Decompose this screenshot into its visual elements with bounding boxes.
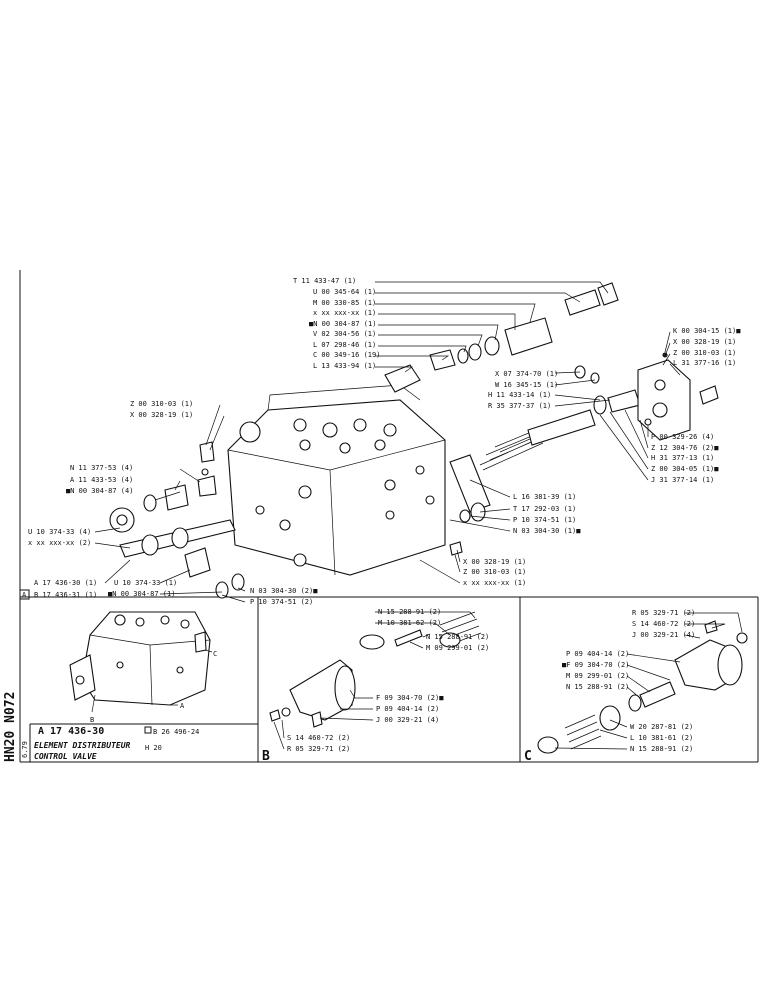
callout-t-11433-47: T 11 433-47 (1) <box>293 277 356 285</box>
detail-b-m-10381-62: M 10 381-62 (2) <box>378 619 441 627</box>
overview-label-a: A <box>180 702 185 710</box>
detail-c-w-20287-81: W 20 287-81 (2) <box>630 723 693 731</box>
callout-x-xx-top: x xx xxx-xx (1) <box>313 309 376 317</box>
callout-a-11433-53: A 11 433-53 (4) <box>70 476 133 484</box>
detail-c: C R 05 329-71 (2) S 14 460-72 (2) J 00 3… <box>524 609 748 764</box>
callout-l-31377-16: L 31 377-16 (1) <box>673 359 736 367</box>
callout-z-12304-76: Z 12 304-76 (2)■ <box>651 444 719 452</box>
box-letter-a: A <box>22 591 27 599</box>
callout-x-00328-19-b: X 00 328-19 (1) <box>463 558 526 566</box>
title-alt-ref: B 26 496-24 <box>153 728 199 736</box>
detail-b-letter: B <box>262 749 270 764</box>
detail-b-f-09304-70: F 09 304-70 (2)■ <box>376 694 444 702</box>
callout-p-10374-51-1: P 10 374-51 (1) <box>513 516 576 524</box>
detail-b-n-15288-91: N 15 288-91 (2) <box>378 608 441 616</box>
drawing-frame <box>19 270 759 763</box>
callout-n-00304-87-4: ■N 00 304-87 (4) <box>66 487 133 495</box>
right-spring-assembly <box>449 365 641 523</box>
detail-c-n-15288-91: N 15 288-91 (2) <box>566 683 629 691</box>
overview-label-c: C <box>213 650 217 658</box>
detail-c-letter: C <box>524 749 532 764</box>
callout-n-03304-30-1: N 03 304-30 (1)■ <box>513 527 581 535</box>
callout-h-11433-14: H 11 433-14 (1) <box>488 391 551 399</box>
small-code: 6.79 <box>21 741 29 758</box>
detail-b-r-05329-71: R 05 329-71 (2) <box>287 745 350 753</box>
callout-l-13433-94: L 13 433-94 (1) <box>313 362 376 370</box>
main-callouts: T 11 433-47 (1) U 00 345-64 (1) M 00 330… <box>22 277 741 606</box>
callout-l-16381-39: L 16 381-39 (1) <box>513 493 576 501</box>
title-block: A 17 436-30 B 26 496-24 ELEMENT DISTRIBU… <box>3 692 199 762</box>
callout-v-02304-56: V 02 304-56 (1) <box>313 330 376 338</box>
callout-u-10374-33-4: U 10 374-33 (4) <box>28 528 91 536</box>
title-name-en: CONTROL VALVE <box>34 752 97 761</box>
callout-x-00328-19-r: X 00 328-19 (1) <box>673 338 736 346</box>
callout-x-xx-2: x xx xxx-xx (2) <box>28 539 91 547</box>
title-name-fr: ELEMENT DISTRIBUTEUR <box>34 741 131 750</box>
leader-lines-main <box>94 281 681 603</box>
callout-n-11377-53: N 11 377-53 (4) <box>70 464 133 472</box>
callout-u-00345-64: U 00 345-64 (1) <box>313 288 376 296</box>
detail-c-f-09304-70: ■F 09 304-70 (2) <box>562 661 629 669</box>
detail-c-m-09299-01: M 09 299-01 (2) <box>566 672 629 680</box>
detail-b-s-14460-72: S 14 460-72 (2) <box>287 734 350 742</box>
callout-n-03304-30-2: N 03 304-30 (2)■ <box>250 587 318 595</box>
callout-r-35377-37: R 35 377-37 (1) <box>488 402 551 410</box>
detail-c-l-10381-61: L 10 381-61 (2) <box>630 734 693 742</box>
callout-a-17436-30-1: A 17 436-30 (1) <box>34 579 97 587</box>
detail-c-p-09404-14: P 09 404-14 (2) <box>566 650 629 658</box>
title-model: H 20 <box>145 744 162 752</box>
detail-c-n-15288-91-b: N 15 288-91 (2) <box>630 745 693 753</box>
callout-j-31377-14: J 31 377-14 (1) <box>651 476 714 484</box>
callout-x-00328-19-left: X 00 328-19 (1) <box>130 411 193 419</box>
detail-b-n-15288-91-b: N 15 288-91 (2) <box>426 633 489 641</box>
valve-body <box>227 384 446 576</box>
callout-x-07374-70: X 07 374-70 (1) <box>495 370 558 378</box>
callout-w-16345-15: W 16 345-15 (1) <box>495 381 558 389</box>
callout-t-17292-03: T 17 292-03 (1) <box>513 505 576 513</box>
callout-c-00349-16: C 00 349-16 (19) <box>313 351 380 359</box>
callout-l-07298-46: L 07 298-46 (1) <box>313 341 376 349</box>
detail-b: B N 15 288-91 (2) M 10 381-62 (2) N 15 2… <box>262 608 489 764</box>
callout-p-00329-26: P 00 329-26 (4) <box>651 433 714 441</box>
callout-z-00310-03-r: Z 00 310-03 (1) <box>673 349 736 357</box>
detail-b-j-00329-21: J 00 329-21 (4) <box>376 716 439 724</box>
callout-z-00304-05: Z 00 304-05 (1)■ <box>651 465 719 473</box>
callout-b-17436-31: B 17 436-31 (1) <box>34 591 97 599</box>
detail-c-r-05329-71: R 05 329-71 (2) <box>632 609 695 617</box>
callout-u-10374-33-1: U 10 374-33 (1) <box>114 579 177 587</box>
detail-c-j-00329-21: J 00 329-21 (4) <box>632 631 695 639</box>
callout-k-00304-15: K 00 304-15 (1)■ <box>673 327 741 335</box>
callout-m-00330-85: M 00 330-85 (1) <box>313 299 376 307</box>
left-plug-parts <box>109 441 463 599</box>
callout-n-00304-87-top: ■N 00 304-87 (1) <box>309 320 376 328</box>
top-spool-assembly <box>384 282 619 393</box>
callout-z-00310-03-left: Z 00 310-03 (1) <box>130 400 193 408</box>
callout-p-10374-51-2: P 10 374-51 (2) <box>250 598 313 606</box>
side-code: HN20 N072 <box>3 692 18 762</box>
title-ref: A 17 436-30 <box>38 726 104 737</box>
right-end-cap <box>637 352 719 441</box>
callout-n-00304-87-1: ■N 00 304-87 (1) <box>108 590 175 598</box>
callout-z-00310-03-b: Z 00 310-03 (1) <box>463 568 526 576</box>
detail-c-s-14460-72: S 14 460-72 (2) <box>632 620 695 628</box>
callout-x-xx-b: x xx xxx-xx (1) <box>463 579 526 587</box>
overview-assembly: C A B <box>69 611 217 724</box>
overview-label-b: B <box>90 716 94 724</box>
detail-b-m-09299-01: M 09 299-01 (2) <box>426 644 489 652</box>
callout-h-31377-13: H 31 377-13 (1) <box>651 454 714 462</box>
detail-b-p-09404-14: P 09 404-14 (2) <box>376 705 439 713</box>
